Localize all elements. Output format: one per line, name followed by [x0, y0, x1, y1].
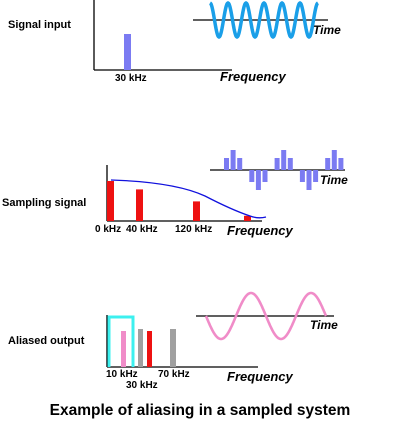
- p1-30khz-bar: [124, 34, 131, 70]
- p3-30khz-gray-bar: [138, 329, 143, 367]
- p3-70khz-bar: [170, 329, 176, 367]
- p3-reconstruction-filter: [107, 315, 135, 367]
- p1-frequency-title: Frequency: [220, 69, 287, 84]
- p2-sample-pulse: [325, 158, 331, 170]
- p2-sample-pulse: [255, 170, 261, 190]
- signal-input-label: Signal input: [8, 19, 71, 31]
- p3-frequency-title: Frequency: [227, 369, 294, 384]
- p2-sample-pulse: [306, 170, 312, 190]
- p2-sample-pulse: [274, 158, 280, 170]
- p3-10khz-bar: [121, 331, 126, 367]
- p2-sinc-envelope: [110, 179, 267, 219]
- p2-sample-pulse: [313, 170, 319, 182]
- p2-sample-pulse: [262, 170, 268, 182]
- sine-wave-icon: [209, 0, 319, 40]
- p1-30khz-label: 30 kHz: [115, 73, 147, 84]
- p3-time-label: Time: [310, 318, 338, 332]
- p2-time-label: Time: [320, 173, 348, 187]
- p2-sample-pulse: [230, 150, 236, 170]
- p3-70khz-label: 70 kHz: [158, 369, 190, 380]
- p2-sample-pulse: [287, 158, 293, 170]
- p2-bar-160khz: [244, 215, 251, 221]
- p2-sample-pulse: [237, 158, 243, 170]
- aliased-output-label: Aliased output: [8, 335, 85, 347]
- panel-aliased-output: Aliased output 10 kHz 30 kHz 70 kHz Freq…: [8, 291, 338, 391]
- panel-signal-input: Signal input 30 kHz Frequency Time: [8, 0, 341, 84]
- p1-time-label: Time: [313, 23, 341, 37]
- p2-bar-120khz: [193, 201, 200, 221]
- p2-0khz-label: 0 kHz: [95, 224, 121, 235]
- p3-40khz-bar: [147, 331, 152, 367]
- p2-sample-pulse: [224, 158, 229, 170]
- p2-40khz-label: 40 kHz: [126, 224, 158, 235]
- sampling-signal-label: Sampling signal: [2, 197, 86, 209]
- p2-bar-40khz: [136, 189, 143, 221]
- p2-frequency-title: Frequency: [227, 223, 294, 238]
- p2-120khz-label: 120 kHz: [175, 224, 212, 235]
- p2-sample-pulse: [281, 150, 287, 170]
- diagram-caption: Example of aliasing in a sampled system: [49, 402, 351, 419]
- p2-sample-pulse: [299, 170, 305, 182]
- p2-sample-pulse: [331, 150, 337, 170]
- aliased-sine-wave-icon: [204, 291, 328, 341]
- p2-sample-pulse: [338, 158, 344, 170]
- p2-bar-0khz: [107, 181, 114, 221]
- p3-30khz-label: 30 kHz: [126, 380, 158, 391]
- p3-10khz-label: 10 kHz: [106, 369, 138, 380]
- panel-sampling-signal: Sampling signal 0 kHz 40 kHz 120 kHz Fre…: [2, 150, 348, 238]
- p2-sample-pulse: [249, 170, 255, 182]
- p2-sample-pulses: [224, 150, 344, 190]
